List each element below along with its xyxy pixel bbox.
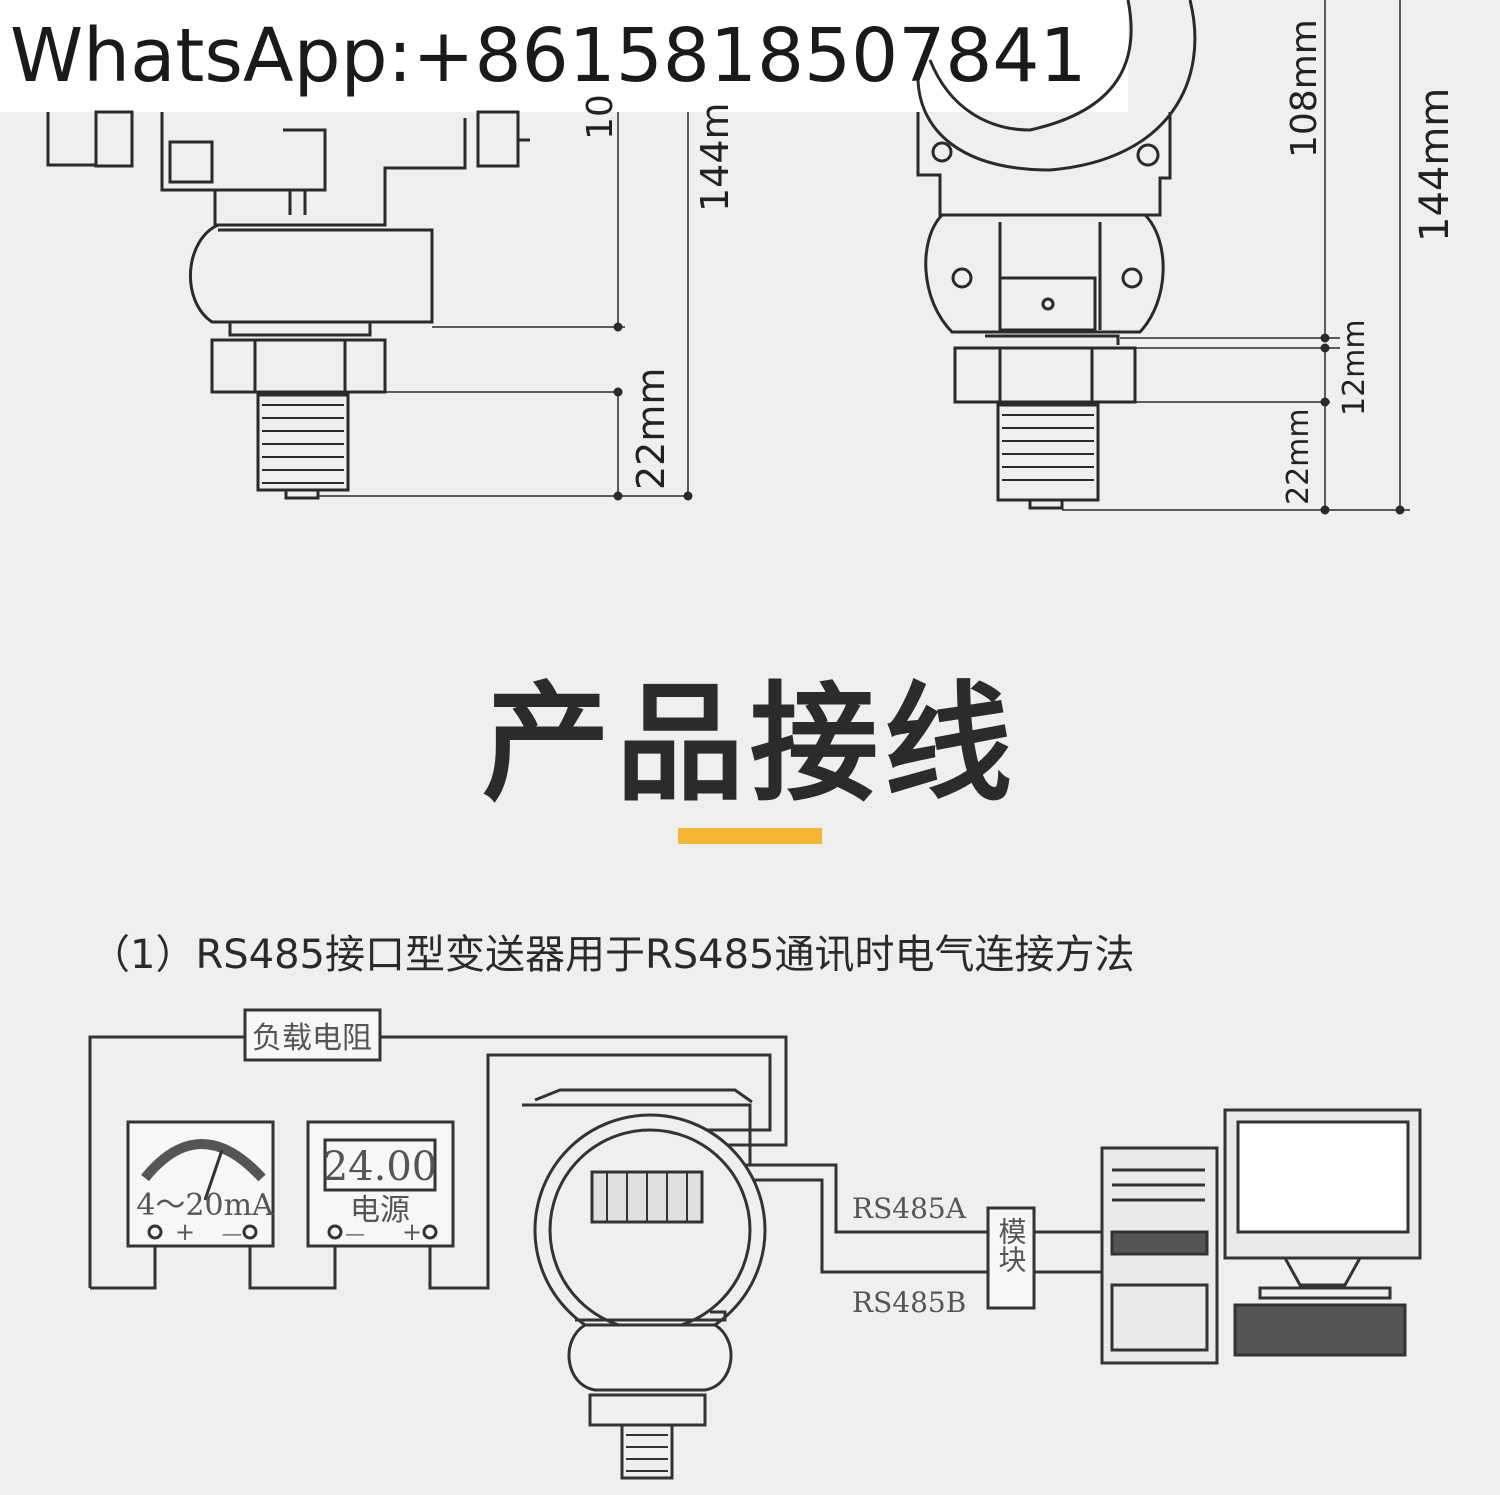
ammeter-minus: — [222, 1221, 242, 1245]
whatsapp-banner: WhatsApp:+8615818507841 [0, 0, 1128, 112]
title-accent-bar [678, 828, 822, 844]
power-display-value: 24.00 [323, 1144, 438, 1190]
ammeter-plus: + [175, 1218, 195, 1246]
rs485a-label: RS485A [852, 1192, 967, 1225]
wiring-subtitle: （1）RS485接口型变送器用于RS485通讯时电气连接方法 [90, 932, 1135, 978]
transmitter-illustration [522, 1088, 767, 1480]
right-dim-144: 144mm [1412, 88, 1458, 242]
whatsapp-contact-text: WhatsApp:+8615818507841 [10, 13, 1087, 99]
power-plus: + [402, 1218, 422, 1246]
module-label: 模块 [995, 1217, 1028, 1273]
rs485b-label: RS485B [852, 1286, 966, 1319]
computer-illustration [1100, 1108, 1422, 1365]
ammeter-range-label: 4～20mA [136, 1188, 274, 1223]
right-dim-108: 108mm [1284, 19, 1325, 158]
left-dim-144: 144m [693, 102, 737, 212]
right-dim-12: 12mm [1337, 319, 1372, 416]
left-transmitter-drawing [46, 110, 530, 500]
left-dim-22: 22mm [629, 368, 673, 490]
section-title: 产品接线 [481, 670, 1018, 819]
left-dim-108: 10 [580, 94, 621, 140]
power-supply-label: 电源 [350, 1193, 410, 1228]
load-resistor-box [243, 1008, 382, 1062]
converter-module-box [986, 1206, 1036, 1310]
power-minus: — [345, 1221, 365, 1245]
right-dim-22: 22mm [1281, 408, 1316, 505]
load-resistor-label: 负载电阻 [252, 1021, 372, 1056]
